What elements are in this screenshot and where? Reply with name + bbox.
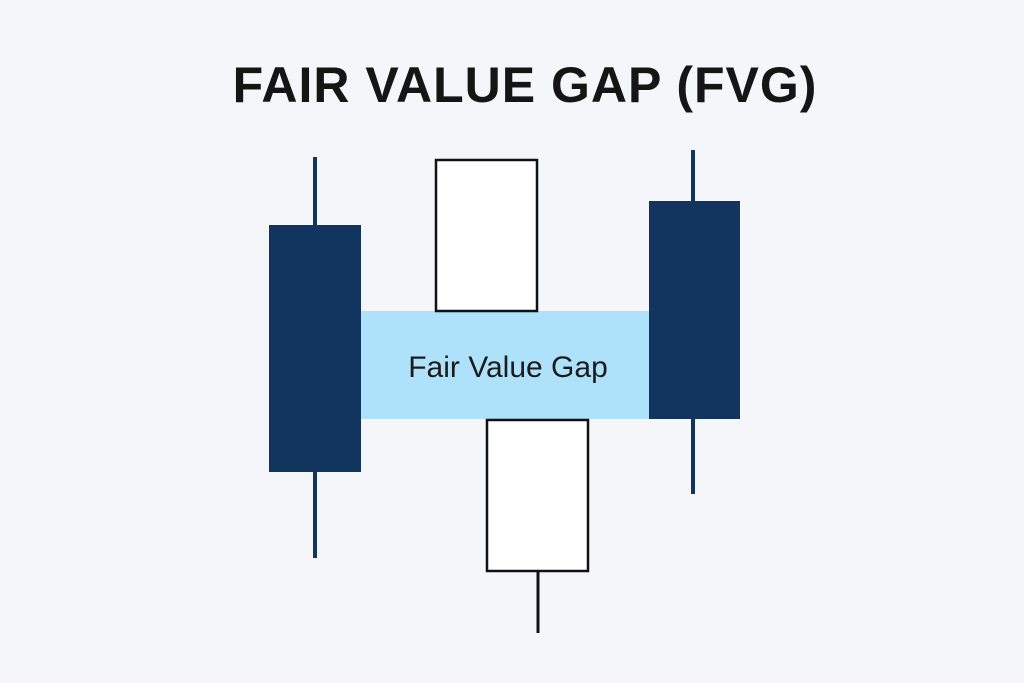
- fair-value-gap-zone: [360, 311, 650, 419]
- candle-right-body: [649, 201, 740, 419]
- candle-middle-upper-body: [434, 158, 539, 313]
- fair-value-gap-label: Fair Value Gap: [408, 351, 608, 384]
- candle-left-body: [269, 225, 361, 472]
- candle-middle-lower-body: [485, 418, 590, 573]
- candle-middle-upper: [434, 158, 539, 313]
- page-title: FAIR VALUE GAP (FVG): [232, 57, 818, 113]
- candle-right-bearish: [649, 150, 740, 494]
- candle-left-bearish: [269, 157, 361, 558]
- candle-middle-lower: [485, 418, 590, 633]
